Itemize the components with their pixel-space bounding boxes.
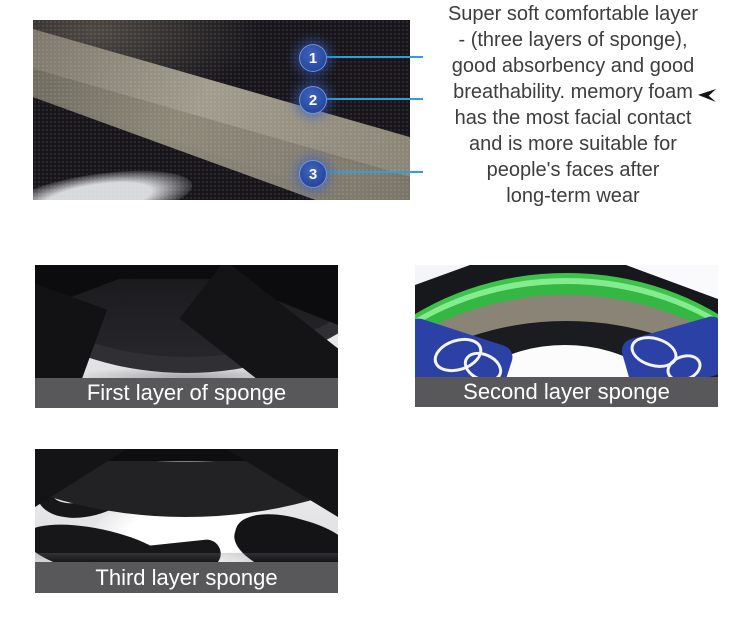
- description-text: Super soft comfortable layer - (three la…: [447, 3, 699, 207]
- third-layer-caption: Third layer sponge: [35, 562, 338, 593]
- callout-marker-1: 1: [299, 44, 327, 72]
- callout-line-3: [312, 171, 423, 173]
- second-layer-caption: Second layer sponge: [415, 377, 718, 407]
- first-layer-photo: First layer of sponge: [35, 265, 338, 408]
- callout-line-2: [312, 98, 423, 100]
- foam-texture-overlay: [33, 20, 410, 200]
- callout-line-1: [312, 56, 423, 58]
- callout-marker-3: 3: [299, 160, 327, 188]
- marker-3-number: 3: [308, 165, 318, 183]
- foam-closeup-photo: [33, 20, 410, 200]
- third-layer-photo: Third layer sponge: [35, 449, 338, 593]
- second-layer-photo: Second layer sponge: [415, 265, 718, 407]
- first-layer-caption: First layer of sponge: [35, 378, 338, 408]
- marker-2-number: 2: [308, 91, 318, 109]
- callout-marker-2: 2: [299, 86, 327, 114]
- background-corner-left: [415, 265, 470, 285]
- marker-1-number: 1: [308, 49, 318, 67]
- floor-shadow: [35, 553, 338, 562]
